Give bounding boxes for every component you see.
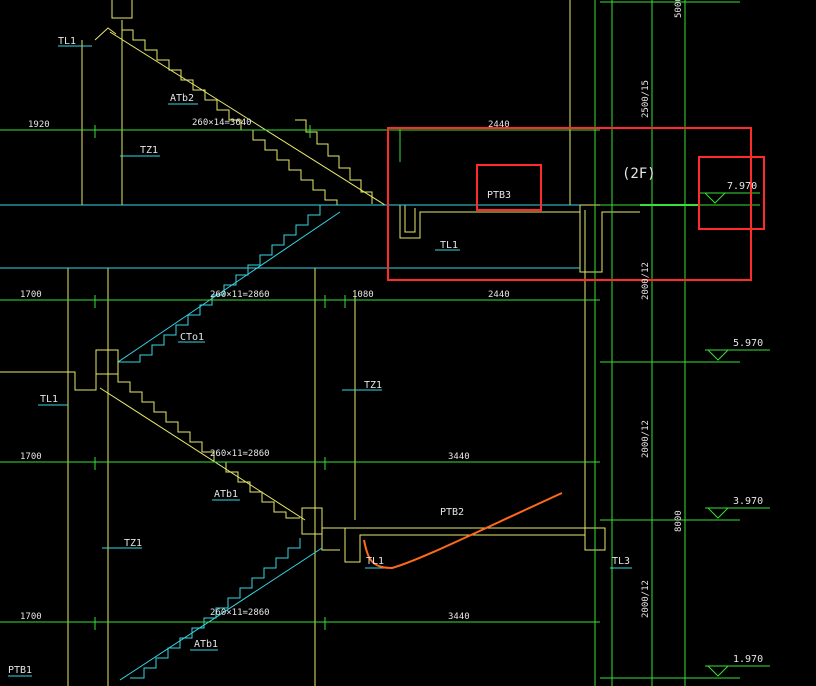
label-ptb2: PTB2 [440, 507, 464, 518]
dim-1700-b: 1700 [20, 452, 42, 462]
landing-2f-inner [404, 205, 416, 233]
tl1-top-beam [94, 27, 117, 41]
label-ptb1: PTB1 [8, 665, 32, 676]
top-landing [111, 0, 133, 19]
stair-flight-atb1-mid [117, 372, 300, 519]
dim-2440-mid: 2440 [488, 290, 510, 300]
label-tz1-upper: TZ1 [140, 145, 158, 156]
stair-flight-lower-cyan [130, 538, 301, 679]
dim-1700-c: 1700 [20, 612, 42, 622]
elevation-7970: 7.970 [727, 181, 757, 192]
dim-2000-12-a: 2000/12 [641, 262, 651, 300]
dim-1700-a: 1700 [20, 290, 42, 300]
label-tl1-mid: TL1 [440, 240, 458, 251]
highlight-2f-landing [387, 127, 752, 281]
dim-1080: 1080 [352, 290, 374, 300]
label-tl1-left: TL1 [40, 394, 58, 405]
dim-8000: 8000 [674, 510, 684, 532]
stair-flight-cto1 [118, 205, 321, 363]
label-atb1-mid: ATb1 [214, 489, 238, 500]
column-lines [67, 0, 586, 686]
lower-landing-box [301, 507, 323, 535]
dim-260x11-c: 260×11=2860 [210, 608, 270, 618]
label-atb2: ATb2 [170, 93, 194, 104]
label-atb1-low: ATb1 [194, 639, 218, 650]
dim-260x11-b: 260×11=2860 [210, 449, 270, 459]
elevation-markers [700, 192, 770, 677]
orange-annotation-curve [363, 492, 563, 570]
dim-260x14: 260×14=3640 [192, 118, 252, 128]
dim-3440-a: 3440 [448, 452, 470, 462]
label-floor-2f: (2F) [622, 166, 656, 182]
highlight-ptb3 [476, 164, 542, 211]
dim-2000-12-c: 2000/12 [641, 580, 651, 618]
label-tl1-lower: TL1 [366, 556, 384, 567]
label-tl1-top: TL1 [58, 36, 76, 47]
elevation-1970: 1.970 [733, 654, 763, 665]
elevation-3970: 3.970 [733, 496, 763, 507]
tl1-lower-beam [321, 534, 340, 551]
dim-2000-12-b: 2000/12 [641, 420, 651, 458]
dim-3440-b: 3440 [448, 612, 470, 622]
dim-2500-15: 2500/15 [641, 80, 651, 118]
dimension-lines [0, 0, 760, 686]
dim-2440-top: 2440 [488, 120, 510, 130]
leader-lines [8, 45, 632, 677]
stair-flight-atb2-upper [295, 119, 373, 204]
label-tz1-lower: TZ1 [124, 538, 142, 549]
label-ptb3: PTB3 [487, 190, 511, 201]
mid-landing-box [95, 349, 119, 375]
dim-5000: 5000 [674, 0, 684, 18]
highlight-boxes [387, 127, 765, 281]
dim-1920: 1920 [28, 120, 50, 130]
label-tz1-mid: TZ1 [364, 380, 382, 391]
tl1-left-beam [0, 371, 97, 391]
label-cto1: CTo1 [180, 332, 204, 343]
highlight-elevation-7970 [698, 156, 765, 230]
label-tl3: TL3 [612, 556, 630, 567]
elevation-5970: 5.970 [733, 338, 763, 349]
dim-260x11-a: 260×11=2860 [210, 290, 270, 300]
landing-2f-beam [385, 204, 640, 273]
stair-flight-atb2 [122, 29, 338, 205]
